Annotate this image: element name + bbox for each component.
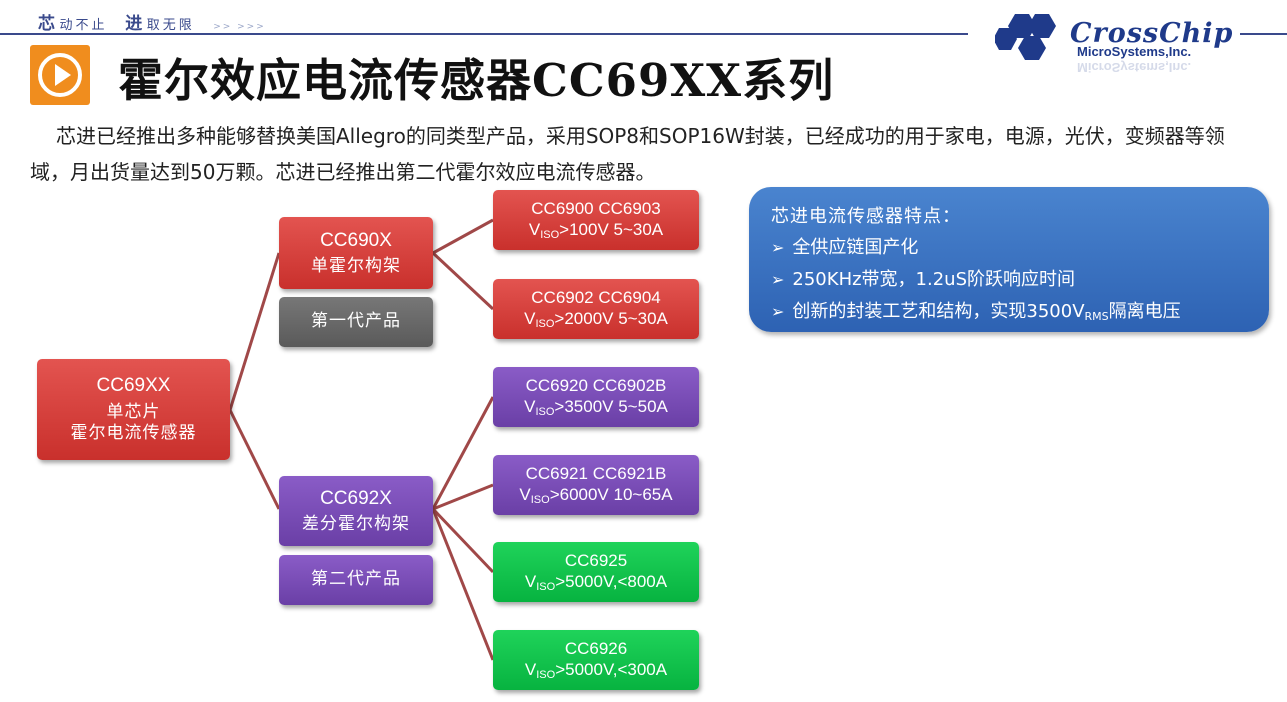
connector-690x-leaf2 — [431, 251, 495, 311]
leaf-spec: >5000V,<800A — [555, 571, 668, 591]
slogan: 芯 动不止 进 取无限 >> >>> — [38, 9, 266, 34]
leaf-spec: >3500V 5~50A — [554, 396, 668, 416]
leaf-v-sub: ISO — [536, 668, 556, 681]
arrow-bullet-icon: ➢ — [771, 238, 785, 257]
leaf-models: CC6902 CC6904 — [531, 287, 661, 307]
node-cc692x-name: CC692X — [320, 487, 392, 509]
leaf-v-sub: ISO — [540, 228, 560, 241]
leaf-spec: >100V 5~30A — [559, 219, 664, 239]
hexagon-logo-icon — [993, 14, 1056, 60]
slogan-arrows: >> >>> — [213, 22, 266, 32]
leaf-v: V — [524, 571, 537, 591]
connector-692x-leaf6 — [431, 508, 495, 661]
leaf-v-sub: ISO — [535, 317, 555, 330]
node-cc69xx-label2: 霍尔电流传感器 — [70, 423, 197, 444]
slogan-text-1: 动不止 — [59, 18, 108, 33]
leaf-spec: >6000V 10~65A — [549, 484, 673, 504]
leaf-node: CC6925 VISO>5000V,<800A — [493, 542, 699, 602]
feature-text-sub: RMS — [1084, 310, 1109, 323]
node-cc690x-label: 单霍尔构架 — [311, 256, 401, 277]
arrow-bullet-icon: ➢ — [771, 270, 785, 289]
connector-692x-leaf5 — [431, 507, 495, 574]
arrow-bullet-icon: ➢ — [771, 302, 785, 321]
leaf-node: CC6902 CC6904 VISO>2000V 5~30A — [493, 279, 699, 339]
leaf-v: V — [524, 308, 536, 328]
node-cc690x: CC690X 单霍尔构架 — [279, 217, 433, 289]
leaf-models: CC6921 CC6921B — [525, 463, 667, 483]
gen2-badge-label: 第二代产品 — [311, 569, 401, 590]
logo-wordmark: CrossChip — [1070, 18, 1234, 49]
leaf-spec: >2000V 5~30A — [554, 308, 668, 328]
leaf-v-sub: ISO — [535, 405, 555, 418]
header-rule — [0, 33, 968, 35]
leaf-models: CC6925 — [564, 550, 628, 570]
header-rule-right — [1240, 33, 1287, 35]
node-cc692x: CC692X 差分霍尔构架 — [279, 476, 433, 546]
gen2-badge: 第二代产品 — [279, 555, 433, 605]
leaf-node: CC6926 VISO>5000V,<300A — [493, 630, 699, 690]
slogan-char-1: 芯 — [38, 14, 55, 34]
leaf-v: V — [524, 396, 536, 416]
leaf-v-sub: ISO — [536, 580, 556, 593]
feature-text: 250KHz带宽，1.2uS阶跃响应时间 — [792, 269, 1076, 290]
leaf-models: CC6926 — [564, 638, 628, 658]
gen1-badge-label: 第一代产品 — [311, 311, 401, 332]
logo-subtitle: MicroSystems,Inc. — [1077, 44, 1192, 59]
page-title: 霍尔效应电流传感器CC69XX系列 — [118, 54, 835, 107]
leaf-node: CC6920 CC6902B VISO>3500V 5~50A — [493, 367, 699, 427]
leaf-node: CC6900 CC6903 VISO>100V 5~30A — [493, 190, 699, 250]
node-cc69xx-label1: 单芯片 — [106, 402, 161, 423]
feature-text: 创新的封装工艺和结构，实现3500V — [792, 301, 1085, 322]
features-panel: 芯进电流传感器特点： ➢ 全供应链国产化 ➢ 250KHz带宽，1.2uS阶跃响应时… — [749, 187, 1269, 332]
crosschip-logo: CrossChip MicroSystems,Inc. MicroSystems… — [993, 10, 1245, 80]
play-icon — [30, 45, 90, 105]
leaf-v: V — [528, 219, 541, 239]
leaf-spec: >5000V,<300A — [555, 659, 668, 679]
leaf-node: CC6921 CC6921B VISO>6000V 10~65A — [493, 455, 699, 515]
connector-root-692x — [228, 409, 281, 510]
leaf-v: V — [524, 659, 537, 679]
feature-item: ➢ 创新的封装工艺和结构，实现3500VRMS隔离电压 — [771, 297, 1181, 323]
node-cc69xx-name: CC69XX — [96, 375, 171, 397]
leaf-models: CC6900 CC6903 — [531, 198, 661, 218]
node-cc69xx: CC69XX 单芯片 霍尔电流传感器 — [37, 359, 230, 460]
node-cc692x-label: 差分霍尔构架 — [302, 514, 410, 535]
slogan-text-2: 取无限 — [146, 18, 195, 33]
connector-692x-leaf4 — [432, 483, 494, 511]
connector-root-690x — [228, 252, 281, 411]
connector-692x-leaf3 — [431, 396, 495, 510]
features-heading: 芯进电流传感器特点： — [771, 206, 961, 227]
connector-690x-leaf1 — [432, 218, 494, 255]
leaf-v: V — [519, 484, 531, 504]
feature-text: 全供应链国产化 — [792, 237, 919, 258]
slogan-char-2: 进 — [125, 14, 143, 34]
node-cc690x-name: CC690X — [320, 229, 392, 251]
feature-text-tail: 隔离电压 — [1108, 301, 1181, 322]
feature-item: ➢ 250KHz带宽，1.2uS阶跃响应时间 — [771, 265, 1075, 291]
leaf-v-sub: ISO — [530, 493, 550, 506]
gen1-badge: 第一代产品 — [279, 297, 433, 347]
intro-paragraph: 芯进已经推出多种能够替换美国Allegro的同类型产品，采用SOP8和SOP16… — [30, 124, 1225, 184]
feature-item: ➢ 全供应链国产化 — [771, 233, 918, 259]
leaf-models: CC6920 CC6902B — [525, 375, 667, 395]
